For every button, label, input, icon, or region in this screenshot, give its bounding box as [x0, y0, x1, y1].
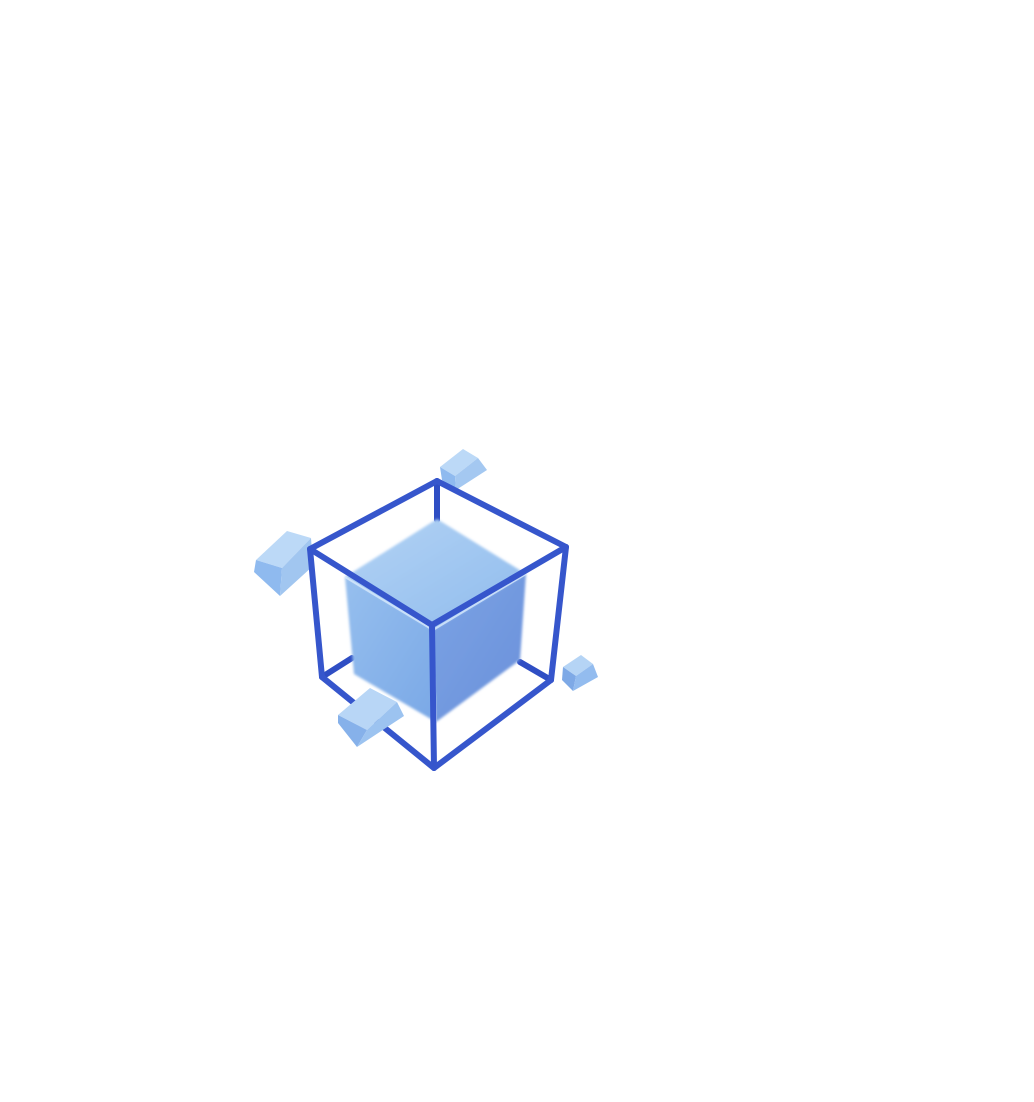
inner-cube-right — [433, 574, 526, 722]
frame-front-edges — [307, 478, 569, 771]
small-cube-left — [254, 531, 313, 596]
inner-cube-left — [345, 577, 436, 722]
small-cube-bottom — [338, 688, 404, 747]
frame-back-edges — [319, 478, 554, 683]
small-cube-top — [440, 449, 487, 490]
small-cube-right — [562, 655, 598, 691]
